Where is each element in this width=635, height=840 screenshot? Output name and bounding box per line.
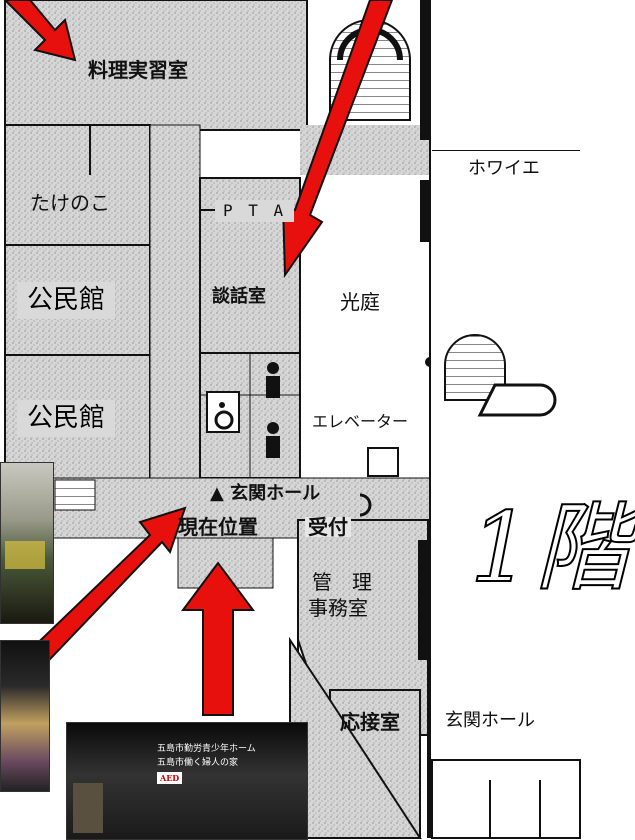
current-location-label: 現在位置: [178, 515, 258, 539]
reception-label: 受付: [305, 517, 351, 537]
sign-line-1: 五島市勤労青少年ホーム: [157, 744, 256, 754]
courtyard-label: 光庭: [340, 290, 380, 314]
toilet-man-icon: [266, 362, 280, 398]
aed-sign: AED: [157, 772, 183, 784]
red-arrow: [3, 0, 77, 62]
cooking-room-area: [4, 0, 308, 131]
takenoko-label: たけのこ: [30, 191, 110, 215]
entrance-photo-1: [0, 462, 54, 624]
reception-room-label: 応接室: [340, 710, 400, 734]
entrance-hall-right-label: 玄関ホール: [445, 710, 535, 731]
sign-line-2: 五島市働く婦人の家: [157, 757, 239, 768]
office-label-line1: 管 理: [312, 570, 372, 594]
red-arrow: [181, 561, 255, 716]
toilet-man-icon: [266, 422, 280, 458]
community-hall-label-2: 公民館: [17, 400, 116, 437]
floor-number-label: 1階: [469, 491, 635, 605]
office-label-line2: 事務室: [308, 596, 368, 620]
elevator-box: [367, 447, 399, 477]
lounge-label: 談話室: [212, 286, 266, 307]
entrance-photo-2: [0, 640, 50, 792]
takenoko-room-area: [4, 124, 151, 356]
corridor-area: [149, 124, 201, 481]
entrance-hall-label: ▲ 玄関ホール: [210, 483, 321, 504]
elevator-label: エレベーター: [312, 412, 409, 431]
red-arrow: [18, 506, 187, 682]
floor-plan-drawing: [3, 0, 581, 839]
community-hall-label: 公民館: [17, 282, 116, 319]
pta-label: P T A: [215, 200, 295, 222]
building-sign-photo: 五島市勤労青少年ホーム 五島市働く婦人の家 AED: [66, 722, 308, 840]
foyer-label: ホワイエ: [468, 158, 540, 179]
cooking-room-label: 料理実習室: [88, 58, 188, 82]
wheelchair-toilet-icon: [206, 391, 240, 433]
staircase-icon: [444, 334, 557, 417]
